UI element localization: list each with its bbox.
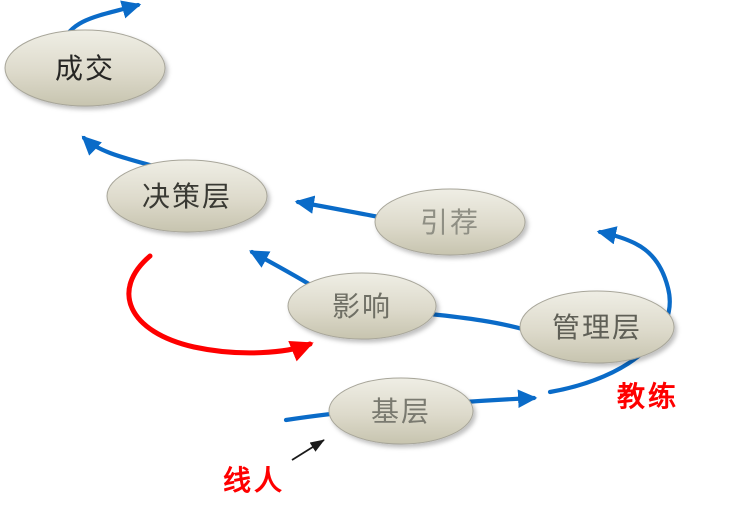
insider-pointer-arrow — [291, 439, 325, 461]
node-influence-ellipse — [287, 272, 437, 340]
node-management-ellipse — [519, 290, 675, 364]
node-referral-ellipse — [374, 188, 526, 256]
node-close-ellipse — [4, 29, 166, 107]
node-decision-ellipse — [106, 159, 268, 233]
node-decision-label: 决策层 — [142, 180, 232, 213]
arrow-management-to-referral — [547, 226, 672, 395]
node-base-ellipse — [328, 377, 474, 445]
red-sweep-arrow — [126, 253, 314, 362]
node-label-layer: 成交 决策层 引荐 影响 管理层 基层 — [55, 52, 642, 428]
node-referral-label: 引荐 — [420, 206, 480, 239]
insider-label: 线人 — [223, 464, 285, 497]
arrow-referral-to-decision — [294, 195, 387, 221]
node-management-label: 管理层 — [552, 311, 642, 344]
node-close-label: 成交 — [55, 52, 115, 85]
node-base-label: 基层 — [371, 395, 431, 428]
annotation-layer: 教练 线人 — [223, 380, 679, 497]
node-layer — [4, 29, 675, 445]
coach-label: 教练 — [617, 380, 679, 413]
node-influence-label: 影响 — [332, 290, 392, 323]
connector-influence-to-management — [427, 311, 529, 333]
